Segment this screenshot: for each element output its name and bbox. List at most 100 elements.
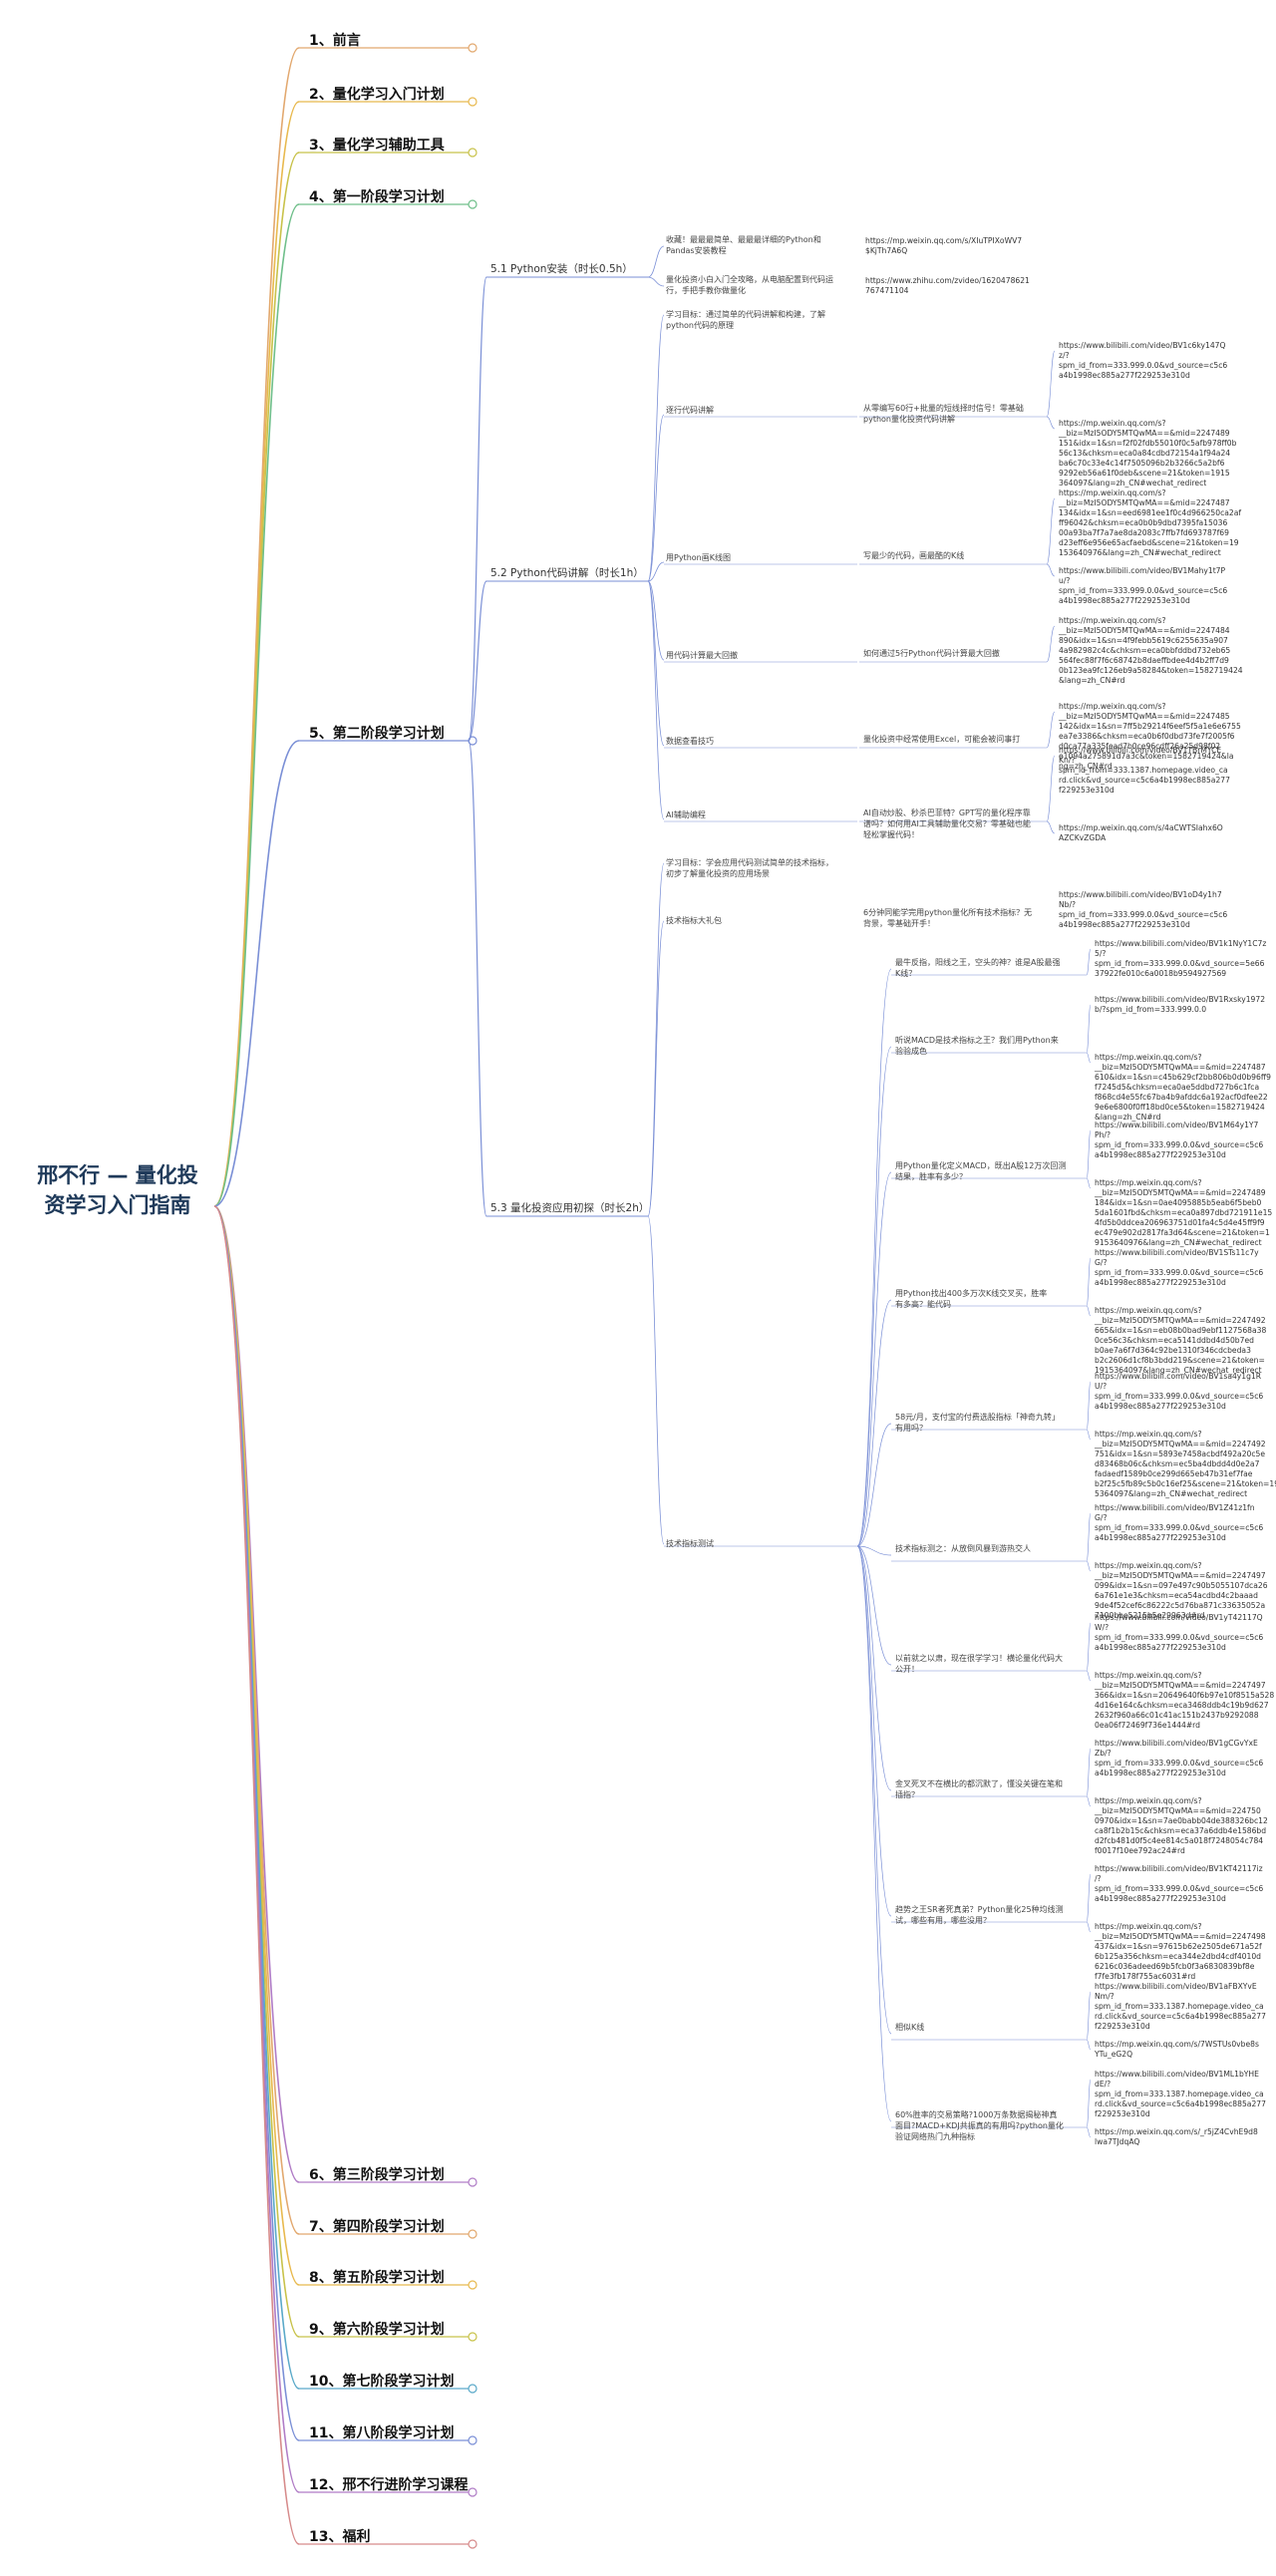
url-text[interactable]: https://mp.weixin.qq.com/s? __biz=MzI5OD… [1059,488,1242,557]
url-branch [1086,1670,1092,1682]
top-item[interactable]: 2、量化学习入门计划 [309,87,445,103]
test-item[interactable]: 听说MACD是技术指标之王？我们用Python来 验验成色 [895,1036,1059,1056]
test-item[interactable]: 金叉死叉不在横比的都沉默了，懂没关键在笔和 插指？ [895,1779,1063,1799]
top-branch [213,1205,300,2441]
expand-toggle[interactable] [468,199,478,209]
top-item[interactable]: 7、第四阶段学习计划 [309,2219,445,2235]
item-branch [856,1545,892,1791]
topic-label[interactable]: AI辅助编程 [666,810,706,819]
test-item[interactable]: 以前就之以肃，现在很学学习！横论量化代码大 公开！ [895,1654,1063,1674]
leaf-branch [647,561,665,582]
url-branch [1086,1512,1092,1562]
top-item[interactable]: 8、第五阶段学习计划 [309,2270,445,2286]
url-text[interactable]: https://mp.weixin.qq.com/s? __biz=MzI5OD… [1095,1922,1266,1981]
top-item[interactable]: 4、第一阶段学习计划 [309,189,445,205]
url-text[interactable]: https://mp.weixin.qq.com/s? __biz=MzI5OD… [1095,1178,1273,1247]
url-text[interactable]: https://www.bilibili.com/video/BV1Mahy1t… [1059,566,1228,605]
test-item[interactable]: 用Python找出400多万次K线交叉买，胜率 有多高？能代码 [895,1289,1048,1309]
expand-toggle[interactable] [468,2487,478,2497]
section-title[interactable]: 5.3 量化投资应用初探（时长2h） [490,1202,650,1214]
url-text[interactable]: https://mp.weixin.qq.com/s? __biz=MzI5OD… [1095,1430,1276,1498]
topic-label[interactable]: 用代码计算最大回撤 [666,651,738,660]
topic-label[interactable]: 用Python画K线图 [666,553,731,562]
url-branch [1046,563,1056,577]
topic-label[interactable]: 逐行代码讲解 [666,406,714,415]
top-item[interactable]: 12、邢不行进阶学习课程 [309,2477,469,2493]
top-item[interactable]: 1、前言 [309,33,361,49]
url-text[interactable]: https://www.bilibili.com/video/BV1oD4y1h… [1059,890,1228,929]
expand-toggle[interactable] [468,2177,478,2187]
leaf-link[interactable]: https://www.zhihu.com/zvideo/1620478621 … [865,276,1030,295]
top-item[interactable]: 9、第六阶段学习计划 [309,2322,445,2338]
url-branch [1086,2126,1092,2138]
top-item[interactable]: 5、第二阶段学习计划 [309,726,445,742]
url-text[interactable]: https://www.bilibili.com/video/BV1TBrMYC… [1059,746,1230,795]
topic-label[interactable]: 数据查看技巧 [666,737,714,746]
url-text[interactable]: https://www.bilibili.com/video/BV1Z41z1f… [1095,1503,1264,1542]
url-text[interactable]: https://www.bilibili.com/video/BV1STs11c… [1095,1248,1264,1287]
test-item[interactable]: 趋势之王SR者死真弟？Python量化25种均线测 试，哪些有用，哪些没用？ [895,1905,1064,1925]
expand-toggle[interactable] [468,148,478,158]
url-text[interactable]: https://www.bilibili.com/video/BV1sa4y1g… [1095,1372,1264,1411]
expand-toggle[interactable] [468,2539,478,2549]
top-item[interactable]: 11、第八阶段学习计划 [309,2425,455,2441]
url-branch [1046,711,1056,749]
url-branch [1046,625,1056,663]
test-item[interactable]: 最牛反指，阳线之王，空头的神？谁是A股最强 K线？ [895,958,1061,978]
expand-toggle[interactable] [468,2384,478,2394]
top-branch [213,1205,300,2545]
expand-toggle[interactable] [468,2435,478,2445]
url-text[interactable]: https://mp.weixin.qq.com/s? __biz=MzI5OD… [1059,702,1241,771]
item-branch [856,1545,892,1556]
leaf-link[interactable]: https://mp.weixin.qq.com/s/XIuTPIXoWV7 $… [865,236,1023,255]
url-text[interactable]: https://www.bilibili.com/video/BV1k1NyY1… [1095,939,1267,978]
leaf-text: 量化投资小白入门全攻略，从电脑配置到代码运 行，手把手教你做量化 [666,275,833,295]
goal-text: 学习目标：通过简单的代码讲解和构建，了解 python代码的原理 [666,310,825,330]
top-item[interactable]: 3、量化学习辅助工具 [309,138,445,154]
url-text[interactable]: https://mp.weixin.qq.com/s/_r5jZ4CvhE9d8… [1095,2127,1258,2146]
topic-label[interactable]: 技术指标大礼包 [666,916,722,925]
url-branch [1086,1129,1092,1179]
top-item[interactable]: 13、福利 [309,2529,371,2545]
url-text[interactable]: https://www.bilibili.com/video/BV1Rxsky1… [1095,995,1266,1014]
expand-toggle[interactable] [468,2229,478,2239]
top-branch [213,1205,300,2338]
expand-toggle[interactable] [468,43,478,53]
url-text[interactable]: https://www.bilibili.com/video/BV1M64y1Y… [1095,1121,1264,1159]
leaf-branch [647,414,665,582]
url-branch [1086,948,1092,976]
test-item[interactable]: 58元/月，支付宝的付费选股指标「神奇九转」 有用吗？ [895,1413,1060,1433]
url-text[interactable]: https://mp.weixin.qq.com/s? __biz=MzI5OD… [1095,1053,1271,1122]
test-item[interactable]: 60%胜率的交易策略?1000万条数据揭秘神真 面目?MACD+KDJ共振真的有… [895,2110,1064,2141]
topic-label[interactable]: 技术指标测试 [666,1539,714,1548]
url-text[interactable]: https://www.bilibili.com/video/BV1aFBXYv… [1095,1982,1266,2031]
url-text[interactable]: https://mp.weixin.qq.com/s/4aCWTSIahx6O … [1059,823,1223,842]
url-text[interactable]: https://www.bilibili.com/video/BV1gCGvYx… [1095,1739,1264,1777]
url-text[interactable]: https://mp.weixin.qq.com/s/7WSTUs0vbe8s … [1095,2040,1259,2059]
section-title[interactable]: 5.2 Python代码讲解（时长1h） [490,567,644,579]
test-item[interactable]: 用Python量化定义MACD，既出A股12万次回测 结果，胜率有多少？ [895,1161,1067,1181]
top-item[interactable]: 10、第七阶段学习计划 [309,2374,455,2390]
url-text[interactable]: https://mp.weixin.qq.com/s? __biz=MzI5OD… [1095,1561,1268,1620]
url-text[interactable]: https://mp.weixin.qq.com/s? __biz=MzI5OD… [1059,616,1243,685]
url-text[interactable]: https://mp.weixin.qq.com/s? __biz=MzI5OD… [1095,1796,1268,1855]
url-text[interactable]: https://mp.weixin.qq.com/s? __biz=MzI5OD… [1095,1671,1275,1730]
leaf-branch [647,580,665,661]
expand-toggle[interactable] [468,2280,478,2290]
root-title: 邢不行 — 量化投资学习入门指南 [37,1163,198,1217]
url-text[interactable]: https://www.bilibili.com/video/BV1yT4211… [1095,1613,1264,1652]
url-text[interactable]: https://www.bilibili.com/video/BV1ML1bYH… [1095,2070,1266,2118]
section-title[interactable]: 5.1 Python安装（时长0.5h） [490,263,633,275]
expand-toggle[interactable] [468,2332,478,2342]
test-item[interactable]: 相似K线 [895,2023,925,2032]
leaf-branch [647,245,665,278]
expand-toggle[interactable] [468,97,478,107]
goal-text: 学习目标：学会应用代码测试简单的技术指标， 初步了解量化投资的应用场景 [666,858,833,878]
item-branch [856,1423,892,1547]
url-text[interactable]: https://www.bilibili.com/video/BV1c6ky14… [1059,341,1228,380]
top-item[interactable]: 6、第三阶段学习计划 [309,2167,445,2183]
url-text[interactable]: https://mp.weixin.qq.com/s? __biz=MzI5OD… [1059,419,1237,487]
url-text[interactable]: https://www.bilibili.com/video/BV1KT4211… [1095,1864,1264,1903]
url-text[interactable]: https://mp.weixin.qq.com/s? __biz=MzI5OD… [1095,1306,1267,1375]
test-item[interactable]: 技术指标测之：从放倒风暴到游热交人 [895,1544,1031,1553]
